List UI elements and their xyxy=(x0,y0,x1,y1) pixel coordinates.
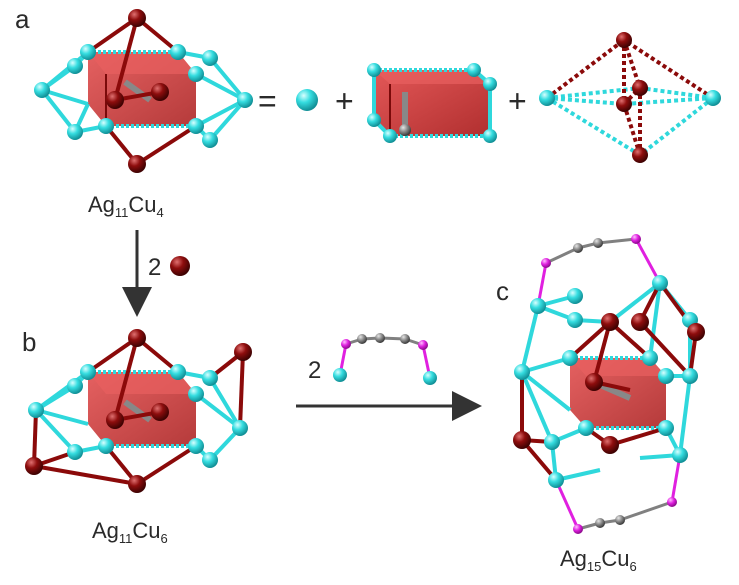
ag-prism-fragment xyxy=(367,63,497,143)
panel-label-c: c xyxy=(496,276,509,306)
plus-sign-1: + xyxy=(335,83,354,119)
plus-sign-2: + xyxy=(508,83,527,119)
cu4ag2-octahedron-fragment xyxy=(539,32,721,163)
panel-label-a: a xyxy=(15,4,30,34)
formula-ag11cu4: Ag11Cu4 xyxy=(88,192,164,220)
cluster-ag11cu6 xyxy=(25,329,252,493)
formula-ag15cu6: Ag15Cu6 xyxy=(560,546,637,574)
copper-atom-reagent xyxy=(170,256,190,276)
coefficient-cu: 2 xyxy=(148,254,161,281)
phosphine-ligand-reagent xyxy=(333,333,437,385)
panel-label-b: b xyxy=(22,327,36,357)
formula-ag11cu6: Ag11Cu6 xyxy=(92,518,168,546)
cluster-ag15cu6 xyxy=(513,234,705,534)
coefficient-ligand: 2 xyxy=(308,357,321,384)
equals-sign: = xyxy=(258,83,277,119)
cluster-ag11cu4 xyxy=(34,9,253,173)
central-silver-atom xyxy=(296,89,318,111)
